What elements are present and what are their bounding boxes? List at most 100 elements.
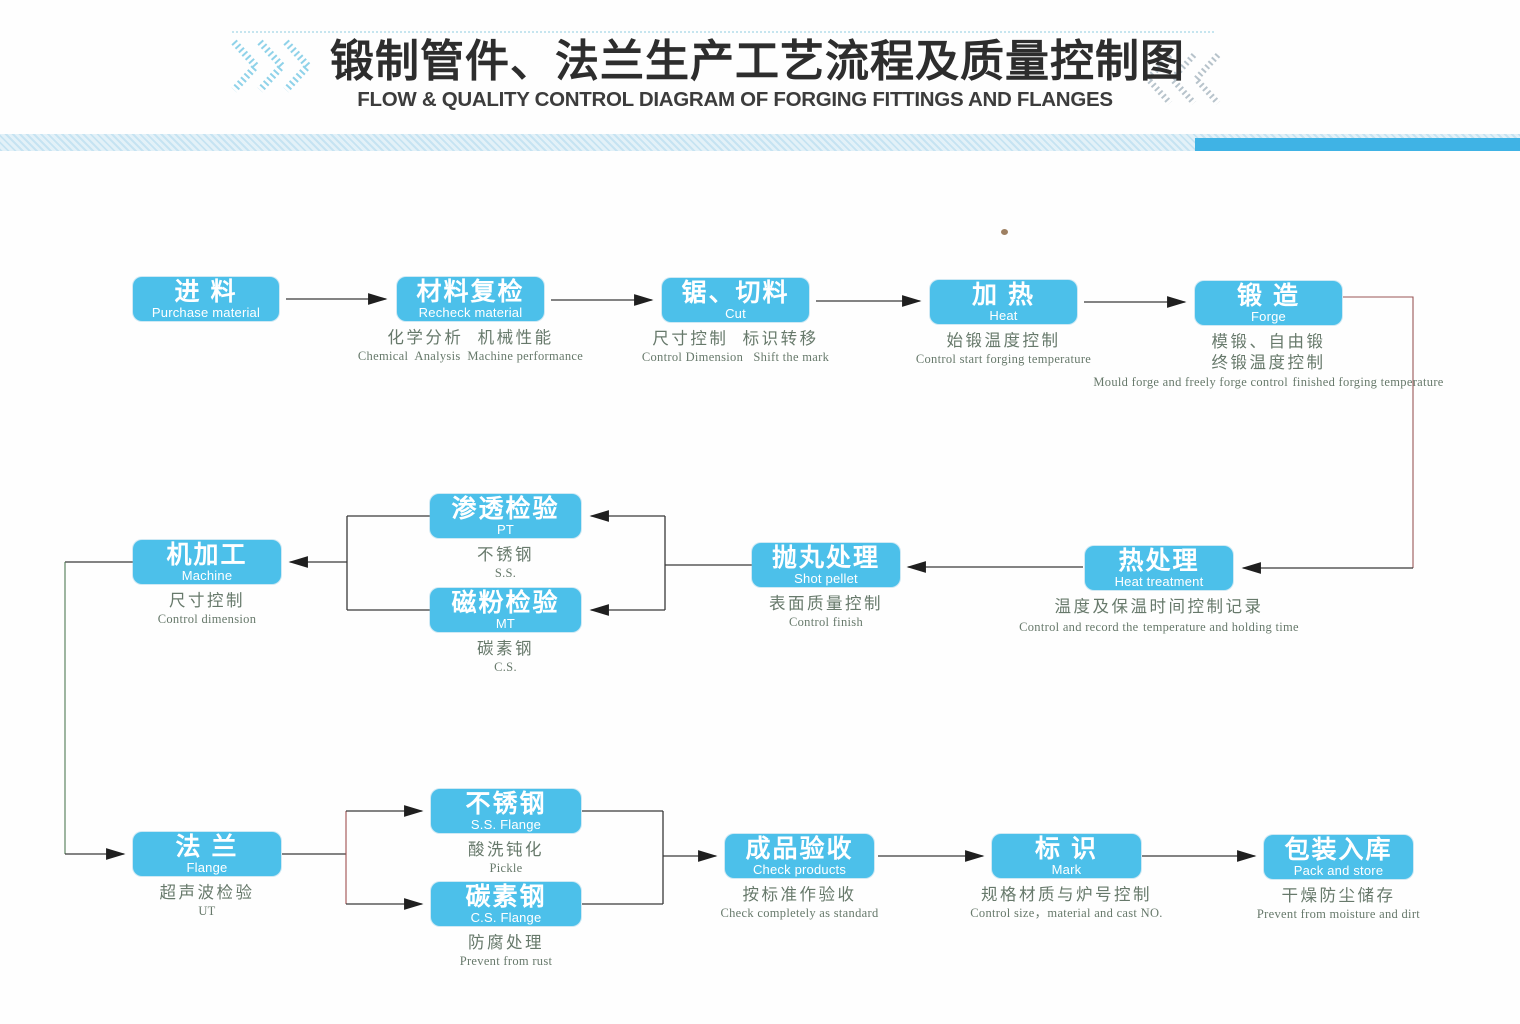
note-cn: 尺寸控制 标识转移: [652, 330, 819, 348]
box-label-cn: 标 识: [1035, 834, 1098, 863]
heat-note: 始锻温度控制 Control start forging temperature: [916, 331, 1091, 367]
forge-box: 锻 造 Forge: [1195, 281, 1342, 325]
note-en: Pickle: [489, 860, 523, 875]
heat-treatment-box: 热处理 Heat treatment: [1085, 546, 1233, 590]
note-en: Control dimension: [157, 611, 257, 626]
box-label-cn: 渗透检验: [451, 494, 560, 523]
note-cn: 始锻温度控制: [946, 332, 1061, 350]
shot-pellet-box: 抛丸处理 Shot pellet: [752, 543, 900, 587]
shot-pellet-note: 表面质量控制 Control finish: [769, 594, 883, 630]
note-en: Control finish: [789, 614, 863, 629]
node-mark: 标 识 Mark 规格材质与炉号控制 Control size，material…: [970, 834, 1162, 921]
penetrant-test-note: 不锈钢 S.S.: [477, 545, 534, 581]
note-en: temperature and holding time: [1142, 619, 1299, 634]
note-cn: 模锻、自由锻: [1211, 333, 1326, 351]
note-en: Mould forge and freely forge control: [1093, 375, 1289, 390]
cut-note: 尺寸控制 标识转移 Control Dimension Shift the ma…: [642, 329, 829, 365]
box-label-en: Forge: [1251, 309, 1286, 325]
note-cn: 规格材质与炉号控制: [980, 886, 1152, 904]
note-cn: 超声波检验: [159, 884, 255, 902]
node-pack-and-store: 包装入库 Pack and store 干燥防尘储存 Prevent from …: [1257, 835, 1420, 922]
box-label-en: Check products: [752, 862, 847, 878]
box-label-cn: 法 兰: [175, 832, 239, 861]
mark-note: 规格材质与炉号控制 Control size，material and cast…: [970, 885, 1162, 921]
machine-box: 机加工 Machine: [133, 540, 281, 584]
mark-box: 标 识 Mark: [992, 834, 1141, 878]
note-en: S.S.: [494, 565, 517, 580]
node-magnetic-test: 磁粉检验 MT 碳素钢 C.S.: [430, 588, 581, 675]
heat-treatment-note: 温度及保温时间控制记录 Control and record the tempe…: [1019, 597, 1299, 636]
box-label-cn: 成品验收: [745, 834, 854, 863]
box-label-en: Recheck material: [418, 305, 523, 321]
box-label-cn: 热处理: [1118, 546, 1200, 575]
node-forge: 锻 造 Forge 模锻、自由锻 终锻温度控制 Mould forge and …: [1093, 281, 1443, 391]
note-cn: 不锈钢: [477, 546, 534, 564]
note-en: Chemical Analysis Machine performance: [357, 348, 584, 363]
box-label-cn: 机加工: [166, 540, 248, 569]
node-shot-pellet: 抛丸处理 Shot pellet 表面质量控制 Control finish: [752, 543, 900, 630]
recheck-material-box: 材料复检 Recheck material: [397, 277, 544, 321]
box-label-cn: 包装入库: [1284, 835, 1393, 864]
node-ss-flange: 不锈钢 S.S. Flange 酸洗钝化 Pickle: [431, 789, 581, 876]
box-label-en: Purchase material: [151, 305, 261, 321]
node-heat: 加 热 Heat 始锻温度控制 Control start forging te…: [916, 280, 1091, 367]
box-label-en: Pack and store: [1293, 863, 1384, 879]
page-title: 锻制管件、法兰生产工艺流程及质量控制图: [330, 37, 1185, 86]
note-cn: 干燥防尘储存: [1281, 887, 1396, 905]
machine-note: 尺寸控制 Control dimension: [158, 591, 257, 627]
note-en: Prevent from moisture and dirt: [1256, 906, 1421, 921]
box-label-cn: 锯、切料: [681, 278, 790, 307]
decorative-band: [0, 134, 1520, 151]
recheck-note: 化学分析 机械性能 Chemical Analysis Machine perf…: [358, 328, 583, 364]
box-label-en: S.S. Flange: [470, 817, 542, 833]
flange-note: 超声波检验 UT: [160, 883, 255, 919]
note-en: Check completely as standard: [720, 905, 879, 920]
box-label-en: MT: [495, 616, 516, 632]
node-cs-flange: 碳素钢 C.S. Flange 防腐处理 Prevent from rust: [431, 882, 581, 969]
heat-box: 加 热 Heat: [930, 280, 1077, 324]
node-recheck-material: 材料复检 Recheck material 化学分析 机械性能 Chemical…: [358, 277, 583, 364]
forge-note: 模锻、自由锻 终锻温度控制 Mould forge and freely for…: [1093, 332, 1443, 391]
check-products-box: 成品验收 Check products: [725, 834, 874, 878]
note-cn: 化学分析 机械性能: [387, 329, 554, 347]
purchase-material-box: 进 料 Purchase material: [133, 277, 279, 321]
ss-flange-box: 不锈钢 S.S. Flange: [431, 789, 581, 833]
node-machine: 机加工 Machine 尺寸控制 Control dimension: [133, 540, 281, 627]
cs-flange-note: 防腐处理 Prevent from rust: [460, 933, 553, 969]
box-label-cn: 加 热: [972, 280, 1035, 309]
box-label-cn: 磁粉检验: [451, 588, 560, 617]
note-en: finished forging temperature: [1292, 375, 1444, 390]
box-label-cn: 不锈钢: [465, 789, 547, 818]
cut-box: 锯、切料 Cut: [662, 278, 809, 322]
note-cn: 表面质量控制: [769, 595, 883, 613]
page-subtitle: FLOW & QUALITY CONTROL DIAGRAM OF FORGIN…: [357, 88, 1113, 112]
magnetic-test-note: 碳素钢 C.S.: [477, 639, 534, 675]
scan-speck-dot: [1001, 229, 1008, 235]
dotted-divider-line: [232, 31, 1214, 33]
box-label-en: Machine: [181, 568, 233, 584]
magnetic-test-box: 磁粉检验 MT: [430, 588, 581, 632]
chevrons-left-icon: [1143, 52, 1221, 106]
ss-flange-note: 酸洗钝化 Pickle: [468, 840, 544, 876]
box-label-en: Mark: [1051, 862, 1082, 878]
note-en: C.S.: [494, 659, 517, 674]
note-en: Control size，material and cast NO.: [970, 905, 1163, 920]
box-label-en: Heat treatment: [1114, 574, 1204, 590]
note-cn: 酸洗钝化: [468, 841, 544, 859]
node-purchase-material: 进 料 Purchase material: [133, 277, 279, 321]
node-penetrant-test: 渗透检验 PT 不锈钢 S.S.: [430, 494, 581, 581]
cs-flange-box: 碳素钢 C.S. Flange: [431, 882, 581, 926]
note-cn: 碳素钢: [477, 640, 534, 658]
node-cut: 锯、切料 Cut 尺寸控制 标识转移 Control Dimension Shi…: [642, 278, 829, 365]
box-label-cn: 进 料: [174, 277, 238, 306]
node-check-products: 成品验收 Check products 按标准作验收 Check complet…: [720, 834, 878, 921]
note-en: UT: [198, 903, 216, 918]
note-en: Prevent from rust: [459, 953, 553, 968]
node-flange: 法 兰 Flange 超声波检验 UT: [133, 832, 281, 919]
box-label-cn: 抛丸处理: [771, 543, 880, 572]
note-en: Control Dimension Shift the mark: [641, 349, 830, 364]
box-label-en: PT: [496, 522, 514, 538]
note-en: Control start forging temperature: [915, 351, 1092, 366]
flange-box: 法 兰 Flange: [133, 832, 281, 876]
